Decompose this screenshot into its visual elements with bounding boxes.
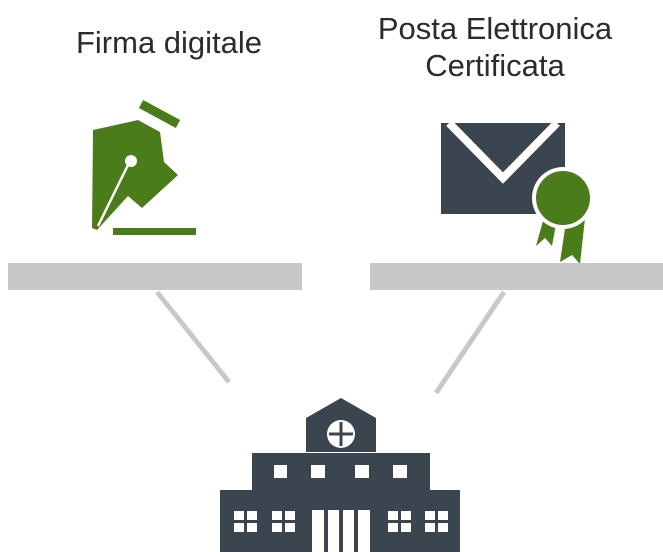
school-building-icon (220, 398, 460, 552)
firma-digitale-label: Firma digitale (75, 25, 263, 60)
connector-left (155, 290, 231, 384)
pec-label: Posta Elettronica Certificata (330, 10, 660, 84)
connector-right (433, 290, 507, 395)
pec-label-line1: Posta Elettronica (377, 11, 613, 46)
shelf-left (8, 263, 302, 290)
pec-label-line2: Certificata (425, 48, 565, 83)
shelf-right (370, 263, 663, 290)
fountain-pen-nib-icon (92, 100, 196, 235)
certified-mail-envelope-icon (441, 120, 594, 264)
